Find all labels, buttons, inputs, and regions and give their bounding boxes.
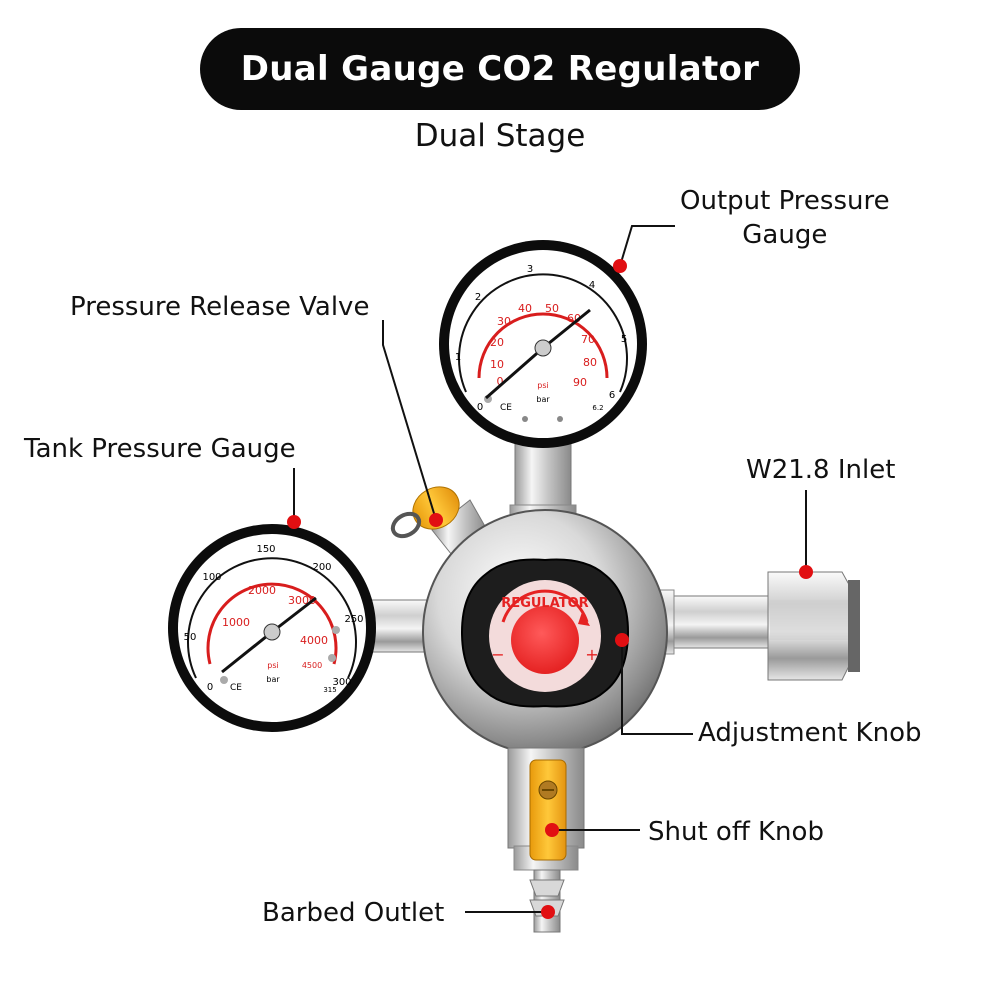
callout-barbed-outlet: Barbed Outlet: [262, 898, 445, 928]
callout-lines: [293, 225, 807, 913]
tank-psi-4500: 4500: [302, 661, 322, 670]
callout-markers: [287, 259, 813, 919]
callout-shut-off-knob: Shut off Knob: [648, 817, 824, 847]
title-banner: Dual Gauge CO2 Regulator: [200, 28, 800, 110]
tank-max-label: 315: [323, 686, 336, 694]
output-unit-psi: psi: [537, 381, 548, 390]
tank-unit-bar: bar: [266, 675, 280, 684]
page-title: Dual Gauge CO2 Regulator: [240, 49, 760, 89]
output-max-label: 6.2: [592, 404, 603, 412]
output-psi-40: 40: [518, 302, 532, 315]
tank-pressure-gauge: 0 50 100 150 200 250 300 1000 2000 3000 …: [168, 524, 376, 732]
tank-bar-250: 250: [344, 614, 363, 625]
output-bar-1: 1: [455, 352, 461, 363]
tank-psi-2000: 2000: [248, 584, 276, 597]
output-ce-mark: CE: [500, 403, 512, 413]
output-bar-5: 5: [621, 334, 627, 345]
output-bar-4: 4: [589, 280, 595, 291]
marker-inlet: [799, 565, 813, 579]
output-bar-3: 3: [527, 264, 533, 275]
tank-bar-200: 200: [312, 562, 331, 573]
adjustment-knob[interactable]: REGULATOR − +: [460, 558, 630, 708]
output-bar-6: 6: [609, 390, 615, 401]
marker-release-valve: [429, 513, 443, 527]
tank-ce-mark: CE: [230, 683, 242, 693]
marker-adjustment-knob: [615, 633, 629, 647]
tank-needle: [221, 630, 273, 674]
inlet-fitting: [639, 571, 860, 681]
output-needle: [485, 346, 544, 400]
shut-off-knob[interactable]: [529, 759, 567, 861]
callout-output-line2: Gauge: [742, 220, 828, 250]
knob-minus-label: −: [491, 645, 504, 664]
marker-tank-gauge: [287, 515, 301, 529]
tank-bar-0: 0: [207, 682, 213, 693]
output-psi-0: 0: [497, 375, 504, 388]
output-psi-80: 80: [583, 356, 597, 369]
tank-bar-300: 300: [332, 677, 351, 688]
output-psi-50: 50: [545, 302, 559, 315]
marker-barbed-outlet: [541, 905, 555, 919]
marker-shut-off-knob: [545, 823, 559, 837]
output-psi-30: 30: [497, 315, 511, 328]
output-psi-20: 20: [490, 336, 504, 349]
output-bar-2: 2: [475, 292, 481, 303]
callout-output-pressure-gauge: Output Pressure Gauge: [680, 184, 890, 252]
callout-tank-pressure-gauge: Tank Pressure Gauge: [24, 434, 296, 464]
output-unit-bar: bar: [536, 395, 550, 404]
output-bar-0: 0: [477, 402, 483, 413]
page-subtitle: Dual Stage: [414, 118, 586, 154]
tank-bar-150: 150: [256, 544, 275, 555]
pressure-release-valve[interactable]: [389, 479, 487, 561]
tank-bar-50: 50: [184, 632, 197, 643]
tank-bar-100: 100: [202, 572, 221, 583]
knob-plus-label: +: [585, 645, 598, 664]
output-psi-70: 70: [581, 333, 595, 346]
callout-adjustment-knob: Adjustment Knob: [698, 718, 922, 748]
callout-inlet: W21.8 Inlet: [746, 455, 896, 485]
callout-output-line1: Output Pressure: [680, 186, 890, 216]
barbed-outlet: [529, 869, 565, 933]
marker-output-gauge: [613, 259, 627, 273]
tank-unit-psi: psi: [267, 661, 278, 670]
callout-pressure-release-valve: Pressure Release Valve: [70, 292, 370, 322]
tank-psi-1000: 1000: [222, 616, 250, 629]
output-psi-90: 90: [573, 376, 587, 389]
output-pressure-gauge: 0 1 2 3 4 5 6 0 10 20 30 40 50 60 70 80 …: [439, 240, 647, 448]
output-psi-10: 10: [490, 358, 504, 371]
tank-psi-4000: 4000: [300, 634, 328, 647]
knob-label: REGULATOR: [501, 596, 588, 611]
